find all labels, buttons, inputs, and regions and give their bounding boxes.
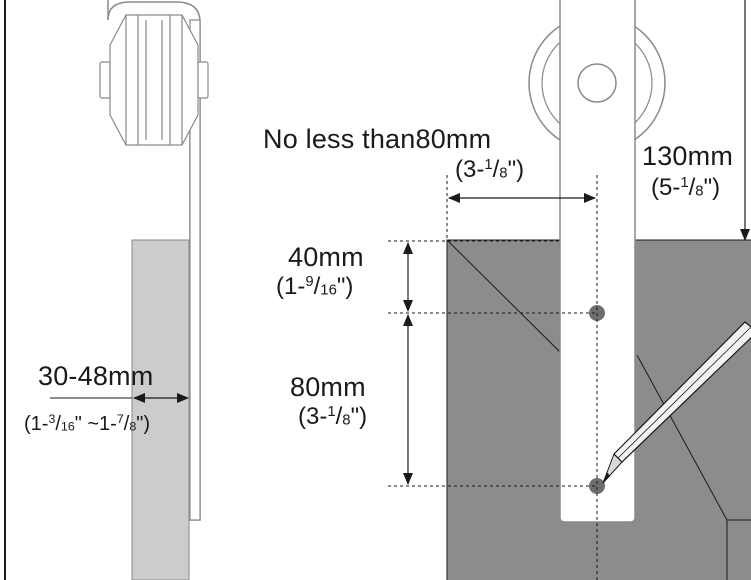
- bottom-bolt-hole: [589, 478, 605, 494]
- height-inch-label: (5-1/8"): [651, 174, 721, 201]
- door-thickness-label: 30-48mm: [38, 361, 154, 391]
- top-offset-label: 40mm: [288, 242, 364, 272]
- door-bevel-left: [446, 239, 561, 353]
- side-wheel: [99, 14, 209, 146]
- side-hanger-plate: [189, 19, 201, 521]
- side-view: [50, 0, 209, 580]
- height-label: 130mm: [642, 141, 734, 171]
- side-door-panel: [131, 239, 190, 580]
- gap-min-inch-label: (3-1/8"): [455, 156, 525, 183]
- pencil-icon: [602, 321, 751, 484]
- door-thickness-inch-label: (1-3/16" ~1-7/8"): [24, 412, 150, 435]
- gap-min-label: No less than80mm: [263, 124, 492, 154]
- top-offset-inch-label: (1-9/16"): [276, 273, 354, 300]
- wheel-axle: [577, 63, 617, 103]
- front-view: [388, 0, 751, 580]
- hole-spacing-inch-label: (3-1/8"): [298, 403, 368, 430]
- hole-spacing-label: 80mm: [290, 372, 366, 402]
